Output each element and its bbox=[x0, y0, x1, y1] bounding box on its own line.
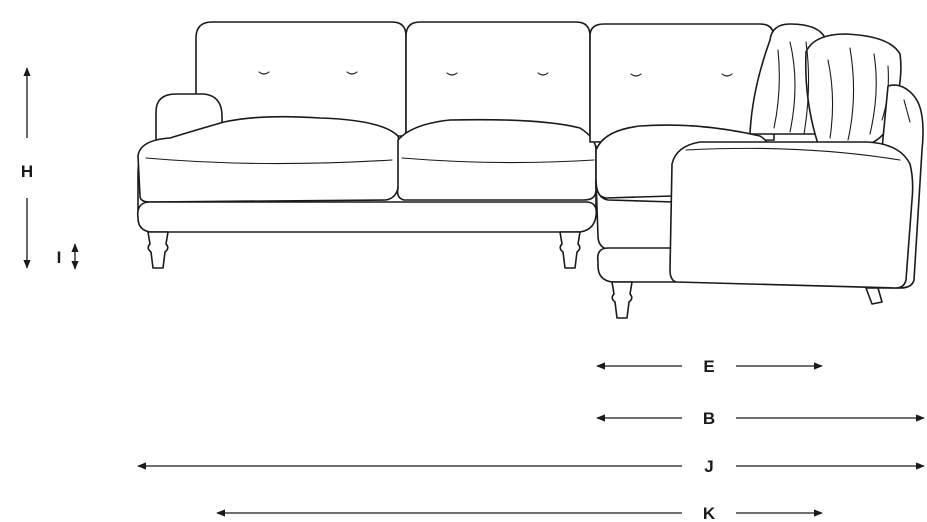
sofa-leg-1 bbox=[147, 231, 169, 269]
dimension-k-label: K bbox=[703, 504, 716, 522]
dimension-h: H bbox=[21, 67, 33, 269]
dimension-b-label: B bbox=[703, 409, 715, 428]
dimension-i: I bbox=[57, 243, 79, 270]
dimension-i-label: I bbox=[57, 248, 62, 267]
sofa-leg-4 bbox=[865, 287, 883, 305]
chaise-arm bbox=[669, 141, 914, 289]
sofa-corner-section bbox=[589, 23, 924, 319]
back-cushion-3 bbox=[589, 23, 775, 143]
dimension-j-label: J bbox=[704, 457, 713, 476]
dimension-k: K bbox=[216, 504, 823, 522]
dimension-e-label: E bbox=[703, 357, 714, 376]
sofa-plinth-left bbox=[136, 201, 598, 233]
corner-plinth bbox=[596, 247, 677, 283]
dimension-j: J bbox=[137, 457, 925, 476]
seat-cushion-1 bbox=[137, 115, 401, 203]
dimension-e: E bbox=[596, 357, 823, 376]
sofa-left-section bbox=[136, 21, 598, 269]
dimension-b: B bbox=[596, 409, 925, 428]
sofa-leg-2 bbox=[559, 231, 581, 269]
sofa-leg-3 bbox=[611, 281, 633, 319]
dimension-h-label: H bbox=[21, 162, 33, 181]
